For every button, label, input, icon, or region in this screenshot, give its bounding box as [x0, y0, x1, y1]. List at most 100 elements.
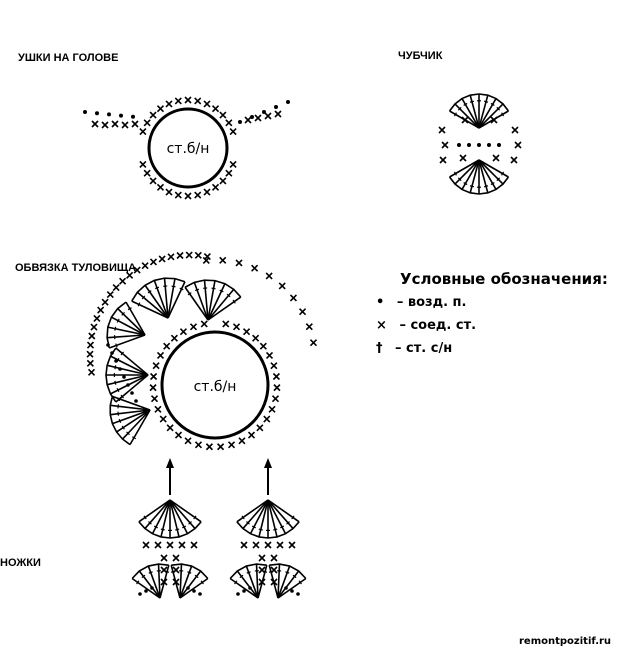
legend-item-chain: • – возд. п.: [376, 295, 466, 310]
stitch-fan: [184, 279, 242, 321]
legend-item-label: – возд. п.: [396, 295, 467, 310]
stitch-fan: [131, 563, 170, 599]
legend-item-sc: † – ст. с/н: [376, 341, 452, 356]
slip-stitch-mark: [86, 359, 94, 367]
chain-stitch-mark: [497, 143, 501, 147]
slip-stitch-mark: [184, 96, 192, 104]
slip-stitch-mark: [121, 121, 129, 129]
slip-stitch-mark: [227, 441, 236, 449]
slip-stitch-mark: [238, 437, 246, 445]
slip-stitch-mark: [264, 112, 272, 120]
slip-stitch-mark: [252, 334, 260, 342]
slip-stitch-mark: [149, 258, 158, 266]
slip-stitch-mark: [259, 342, 267, 350]
chain-stitch-mark: [242, 589, 246, 593]
slip-stitch-mark: [179, 328, 187, 336]
chain-stitch-mark: [126, 383, 130, 387]
slip-stitch-mark: [219, 256, 227, 264]
slip-stitch-mark: [139, 128, 147, 136]
chain-stitch-mark: [477, 143, 481, 147]
slip-stitch-mark: [439, 156, 447, 164]
slip-stitch-mark: [149, 111, 157, 119]
chain-stitch-mark: [114, 359, 118, 363]
slip-stitch-mark: [309, 339, 318, 347]
slip-stitch-mark: [189, 323, 198, 331]
section-title-tuft: ЧУБЧИК: [398, 50, 443, 62]
slip-stitch-mark: [194, 191, 202, 199]
slip-stitch-mark: [203, 100, 211, 108]
stitch-fan: [109, 395, 151, 446]
slip-stitch-mark: [156, 183, 165, 191]
leg: [131, 458, 209, 599]
slip-stitch-mark: [172, 554, 180, 562]
stitch-fan: [106, 301, 146, 349]
slip-stitch-mark: [141, 262, 149, 270]
body-diagram: ст.б/н: [86, 251, 318, 451]
slip-stitch-mark: [278, 282, 286, 290]
slip-stitch-mark: [252, 541, 260, 549]
chain-stitch-mark: [274, 105, 278, 109]
single-crochet-icon: †: [376, 341, 383, 356]
body-center-label: ст.б/н: [194, 379, 237, 395]
slip-stitch-mark: [126, 271, 134, 279]
chain-stitch-mark: [118, 367, 122, 371]
slip-stitch-mark: [219, 177, 227, 185]
slip-stitch-mark: [438, 126, 446, 134]
slip-stitch-mark: [211, 183, 220, 191]
chain-stitch-mark: [487, 143, 491, 147]
slip-stitch-mark: [264, 541, 272, 549]
chain-stitch-mark: [150, 586, 154, 590]
slip-stitch-mark: [158, 255, 166, 263]
legend-item-slip: × – соед. ст.: [376, 318, 476, 333]
slip-stitch-mark: [154, 541, 162, 549]
slip-stitch-mark: [160, 566, 168, 574]
slip-stitch-mark: [93, 314, 101, 323]
slip-stitch-mark: [90, 323, 98, 331]
slip-stitch-mark: [119, 277, 127, 285]
chain-stitch-mark: [83, 110, 87, 114]
slip-stitch-mark: [441, 141, 449, 149]
slip-stitch-mark: [247, 431, 256, 439]
slip-stitch-mark: [265, 272, 273, 280]
tuft-diagram: [438, 93, 522, 195]
slip-stitch-mark: [106, 291, 114, 299]
stitch-fan: [268, 563, 307, 599]
slip-stitch-mark: [97, 306, 105, 314]
section-title-body: ОБВЯЗКА ТУЛОВИЩА: [15, 262, 137, 274]
slip-stitch-mark: [163, 342, 171, 350]
head-center-label: ст.б/н: [167, 141, 210, 157]
slip-stitch-mark: [490, 116, 498, 124]
direction-arrow: [264, 458, 272, 495]
slip-stitch-mark: [165, 100, 173, 108]
chain-stitch-mark: [130, 391, 134, 395]
slip-stitch-mark: [244, 116, 252, 124]
slip-stitch-mark: [166, 424, 174, 432]
slip-stitch-mark: [229, 160, 237, 168]
chain-stitch-mark: [238, 120, 242, 124]
stitch-fan: [138, 499, 202, 539]
slip-stitch-mark: [88, 332, 96, 340]
body-ring: [160, 330, 270, 440]
slip-stitch-mark: [511, 126, 519, 134]
slip-stitch-mark: [270, 566, 278, 574]
chain-stitch-mark: [186, 586, 190, 590]
direction-arrow: [166, 458, 174, 495]
slip-stitch-mark: [254, 114, 262, 122]
stitch-fan: [229, 563, 268, 599]
chain-stitch-mark: [138, 592, 142, 596]
slip-stitch-mark: [190, 541, 198, 549]
leg: [229, 458, 307, 599]
slip-stitch-mark: [225, 119, 233, 127]
slip-stitch-mark: [270, 554, 278, 562]
slip-stitch-mark: [289, 294, 298, 302]
slip-stitch-mark: [229, 128, 237, 136]
slip-stitch-mark: [459, 154, 467, 162]
chain-stitch-mark: [198, 592, 202, 596]
slip-stitch-mark: [111, 120, 119, 128]
chain-stitch-mark: [284, 586, 288, 590]
slip-stitch-mark: [176, 251, 184, 260]
slip-stitch-mark: [235, 259, 243, 267]
slip-stitch-mark: [194, 441, 203, 449]
slip-stitch-mark: [270, 362, 278, 370]
chain-stitch-mark: [290, 589, 294, 593]
